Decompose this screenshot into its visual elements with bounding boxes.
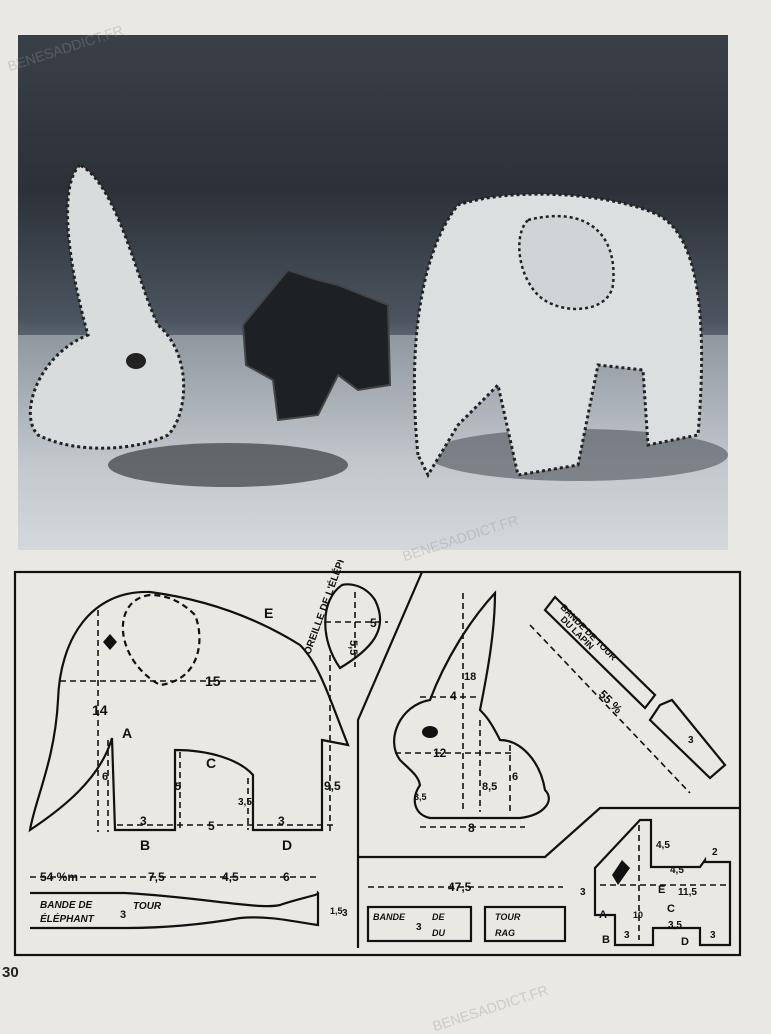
elephant-band-length: 54 %m [40,870,78,884]
dog-label-b: B [602,934,610,946]
elephant-dim-d: 3 [278,814,285,828]
elephant-ear-guide [121,593,201,687]
divider-bottom [358,806,740,859]
toy-rabbit-eye [126,353,146,369]
dog-dim-neck: 4,5 [670,865,684,876]
dog-dim-ear: 4,5 [656,840,670,851]
dog-label-c: C [667,903,675,915]
page-number: 30 [2,964,19,981]
rabbit-dim-height: 18 [464,671,476,683]
rabbit-dim-width: 12 [433,746,447,760]
dog-band-piece-1 [366,905,473,943]
rabbit-outline [393,590,550,820]
rabbit-dim-front: 3,5 [414,792,427,802]
elephant-dim-height: 14 [92,702,108,718]
elephant-dim-gap: 5 [208,819,215,833]
dog-label-e: E [658,884,665,896]
toy-dog [241,268,392,422]
elephant-dim-rear: 9,5 [324,779,341,793]
rabbit-band-height: 3 [688,735,694,746]
toy-elephant-ear [518,214,615,311]
divider-left [356,571,424,948]
toy-elephant [412,192,704,479]
dog-band-word-3: DU [432,928,445,938]
elephant-band-seg1: 7,5 [148,870,165,884]
rabbit-eye-icon [422,726,438,738]
dog-band-word-2: DE [432,912,445,922]
elephant-dimension-lines [60,592,388,832]
rabbit-dim-body: 8,5 [482,781,497,793]
elephant-label-a: A [122,725,132,741]
elephant-band-seg3: 6 [283,870,290,884]
dog-dim-c: 3,5 [668,920,682,931]
elephant-band-label-1: BANDE DE [40,900,93,911]
pattern-frame [13,570,742,957]
watermark: BENESADDICT.FR [430,981,551,1034]
elephant-outline [28,590,350,833]
elephant-band-tour: TOUR [133,901,162,912]
elephant-eye-icon [103,634,117,650]
elephant-ear-height: 5,5 [347,640,359,655]
elephant-ear-width: 5 [370,616,377,630]
elephant-band-outline [30,890,320,930]
dog-eye-icon [612,860,630,885]
elephant-band-seg2: 4,5 [222,870,239,884]
rabbit-shadow [108,443,348,487]
elephant-ear-piece [324,583,382,670]
toy-rabbit [28,163,186,450]
elephant-label-c: C [206,755,216,771]
sewing-patterns: E A B C D 15 14 6 9,5 3 5 5 3,5 3 OREILL… [13,560,742,957]
elephant-dim-b: 3 [140,814,147,828]
dog-dim-height: 10 [633,910,643,920]
dog-band-height: 3 [416,922,422,933]
rabbit-dimension-lines [395,593,691,828]
elephant-label-d: D [282,837,292,853]
elephant-dim-c-right: 3,5 [238,797,252,808]
rabbit-band-piece-1 [543,595,657,710]
photo-toys [28,163,728,487]
elephant-band-height-left: 3 [120,909,126,921]
dog-label-a: A [599,909,607,921]
rabbit-band-length: 55 % [596,687,625,716]
dog-band-word-4: TOUR [495,912,521,922]
dog-dim-top: 2 [712,847,718,858]
dog-dim-d: 3 [710,930,716,941]
elephant-label-b: B [140,837,150,853]
elephant-band-label-2: ÉLÉPHANT [40,912,95,925]
rabbit-dim-ear-width: 4 [450,689,457,703]
dog-band-word-5: RAG [495,928,515,938]
elephant-dim-trunk: 6 [102,771,108,783]
dog-band-piece-2 [483,905,567,943]
elephant-dim-width: 15 [205,673,221,689]
elephant-band-height-mid: 1,5 [330,906,343,916]
dog-band-word-1: BANDE [373,912,406,922]
elephant-label-e: E [264,605,273,621]
dog-band-length: 47,5 [448,880,472,894]
dog-dim-left: 3 [580,887,586,898]
dog-outline [593,818,732,947]
dog-dim-width: 11,5 [678,887,697,898]
rabbit-dim-back: 6 [512,771,518,783]
elephant-band-height-right: 3 [342,908,348,919]
toy-animals-photo [18,35,728,550]
rabbit-dim-base: 8 [468,821,475,835]
dog-label-d: D [681,936,689,948]
dog-dim-b: 3 [624,930,630,941]
elephant-dim-c-height: 5 [175,781,181,793]
rabbit-band-piece-2 [648,698,727,780]
